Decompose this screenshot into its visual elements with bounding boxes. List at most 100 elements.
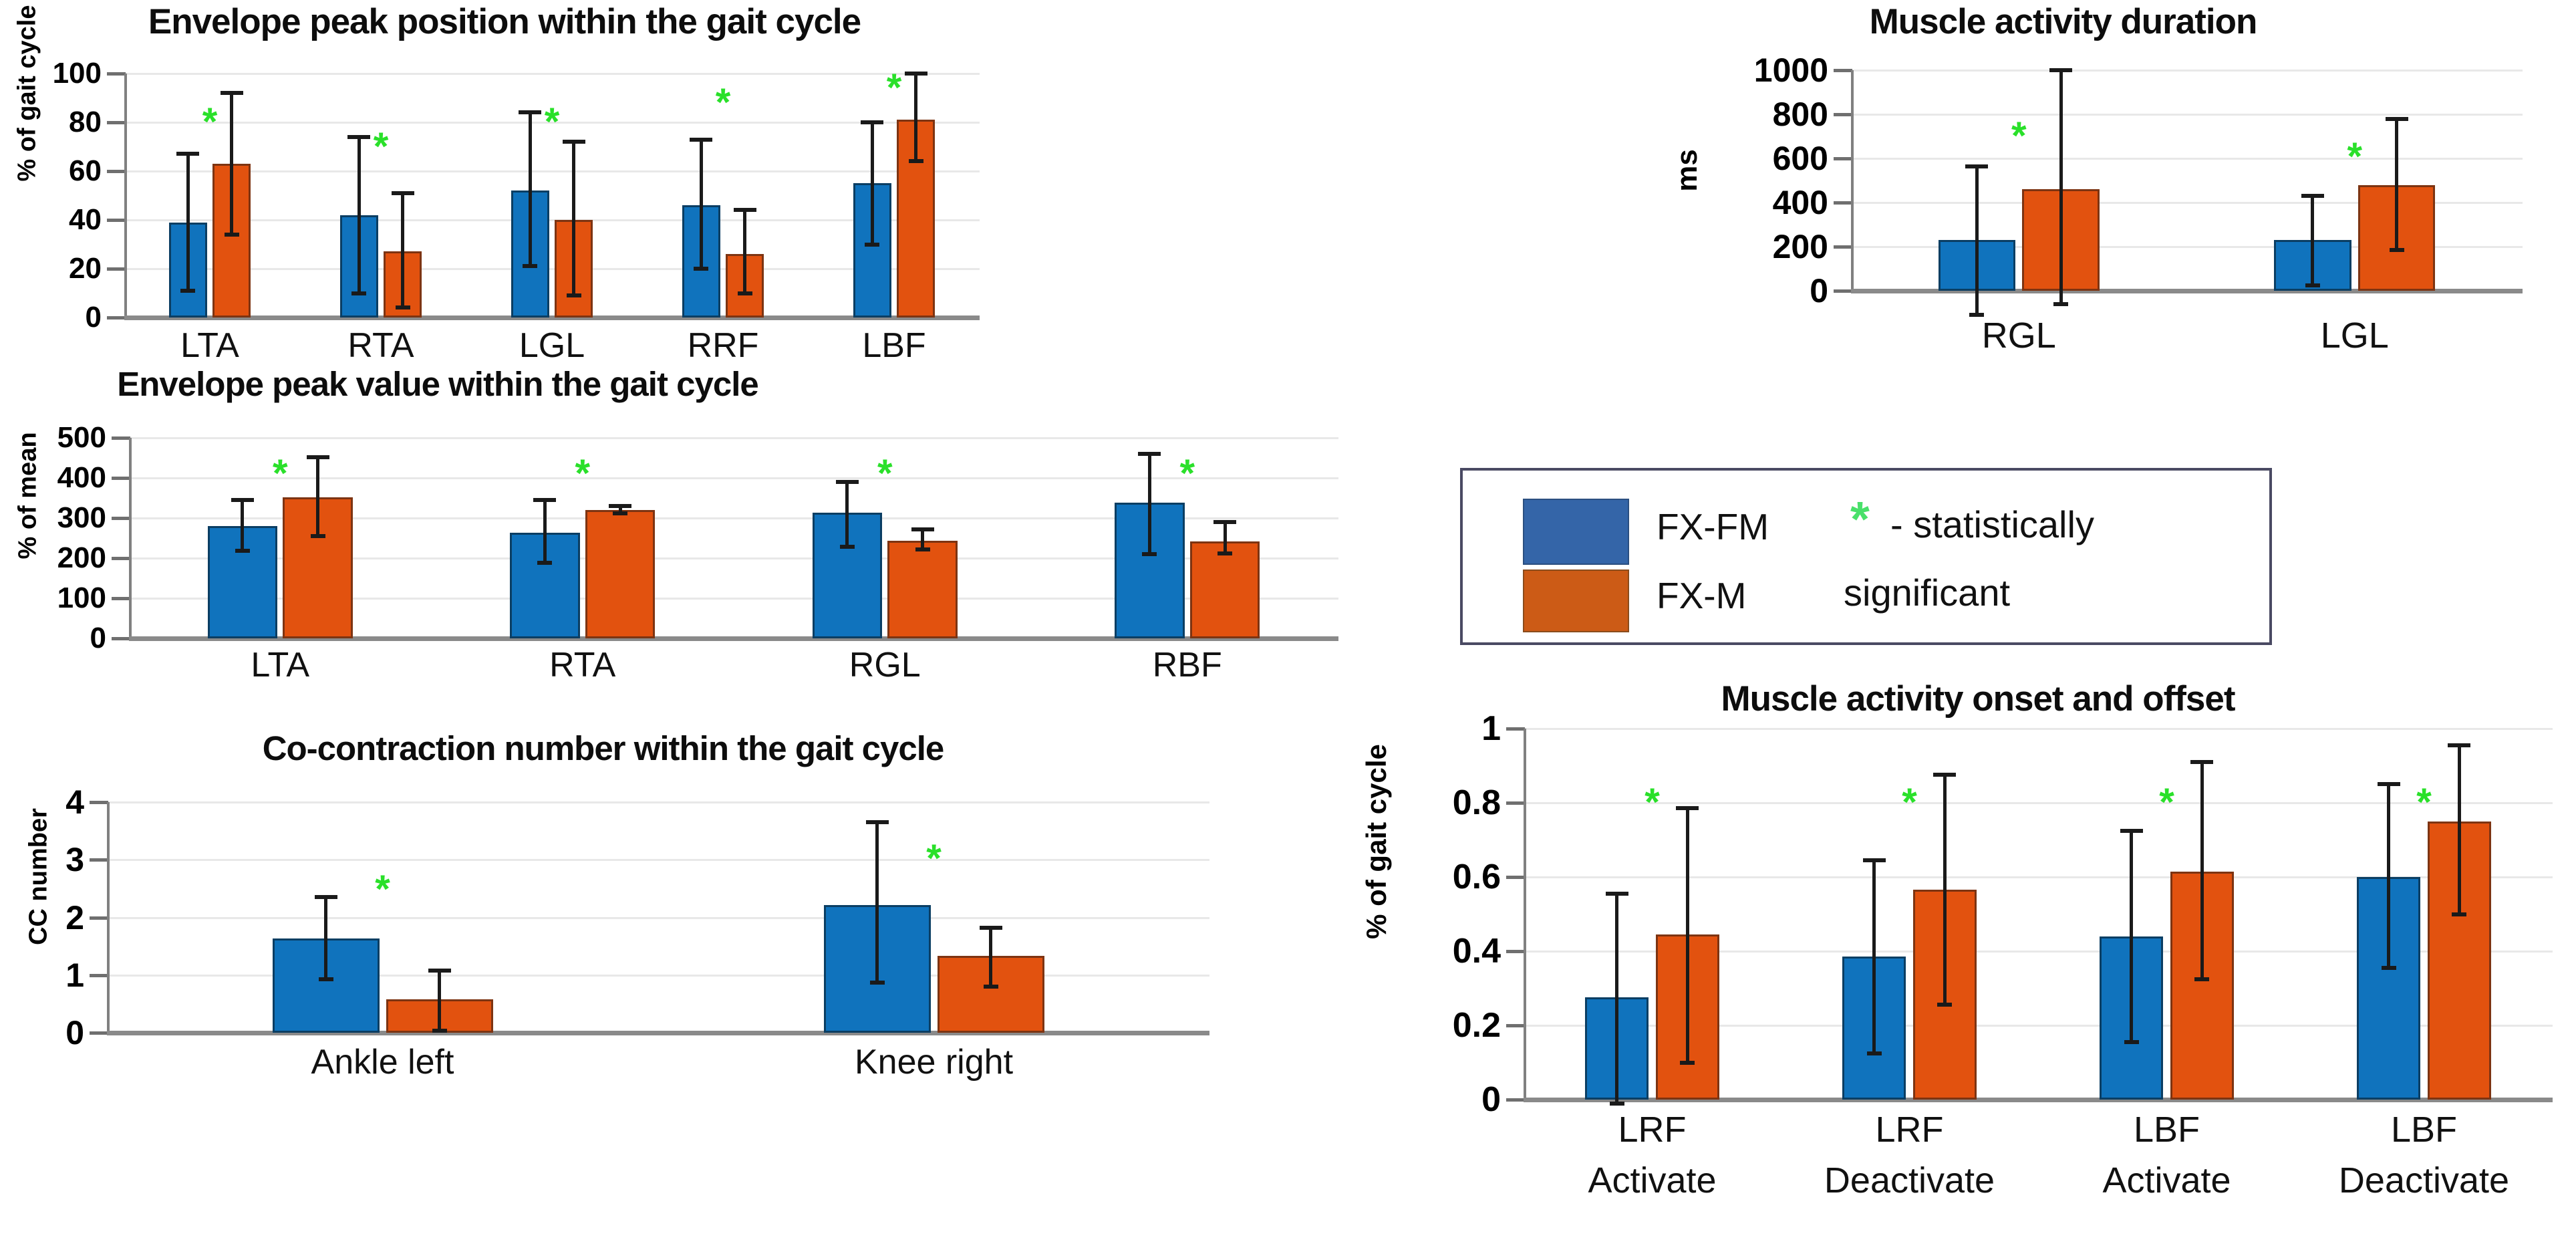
error-cap-upper [231, 498, 254, 502]
y-axis-line [129, 438, 132, 638]
y-axis-tick-label: 3 [65, 841, 84, 879]
error-cap-upper [1965, 164, 1989, 168]
y-axis-tick-label: 1 [1481, 709, 1501, 748]
error-cap-lower [224, 232, 239, 237]
gridline [1524, 951, 2553, 953]
y-axis-tick-label: 40 [69, 203, 102, 236]
legend-significance-line2: significant [1844, 572, 2011, 614]
x-axis-label-line1: LBF [2390, 1110, 2458, 1150]
error-cap-upper [2448, 743, 2471, 747]
error-cap-lower [1937, 1003, 1953, 1007]
error-cap-upper [979, 926, 1002, 930]
gridline [129, 598, 1338, 600]
error-cap-upper [347, 134, 371, 139]
bar-envelope-peak-value-3-1 [1189, 541, 1260, 638]
x-axis-label-line2: Activate [1588, 1160, 1717, 1201]
y-axis-tick [90, 858, 108, 862]
significance-star-icon: * [575, 452, 591, 495]
legend-label-fx-m: FX-M [1657, 575, 1747, 616]
y-axis-tick [107, 316, 126, 320]
y-axis-tick-label: 400 [57, 461, 106, 494]
error-cap-lower [1609, 1101, 1624, 1106]
significance-star-icon: * [375, 868, 390, 912]
error-cap-lower [1142, 552, 1157, 556]
x-axis-label: Knee right [854, 1043, 1014, 1082]
y-axis-title: % of gait cycle [1361, 744, 1392, 939]
error-cap-upper [2385, 116, 2408, 121]
chart-title: Envelope peak value within the gait cycl… [117, 365, 759, 403]
x-axis-label-line2: Activate [2102, 1160, 2231, 1201]
y-axis-tick-label: 800 [1772, 96, 1828, 133]
error-bar [401, 193, 405, 308]
significance-star-icon: * [1902, 781, 1917, 824]
error-bar [528, 112, 532, 267]
error-cap-lower [2053, 301, 2069, 306]
x-axis-label: LTA [251, 646, 310, 684]
error-cap-lower [915, 547, 930, 551]
error-bar [1943, 775, 1947, 1005]
gridline [129, 557, 1338, 559]
gridline [124, 219, 980, 221]
error-cap-lower [2194, 977, 2210, 981]
chart-title: Muscle activity duration [1869, 2, 2258, 41]
error-cap-upper [690, 137, 713, 142]
y-axis-tick-label: 80 [69, 106, 102, 138]
error-cap-lower [694, 267, 709, 271]
gridline [1524, 728, 2553, 730]
error-cap-upper [2301, 194, 2324, 199]
error-cap-lower [1866, 1051, 1882, 1055]
gridline [107, 859, 1209, 862]
error-cap-lower [432, 1028, 447, 1033]
gridline [1851, 70, 2523, 72]
error-cap-upper [176, 152, 200, 156]
y-axis-tick [107, 121, 126, 124]
significance-star-icon: * [926, 836, 942, 880]
x-axis-label-line2: Deactivate [1824, 1160, 1995, 1201]
significance-star-icon: * [886, 66, 902, 110]
error-cap-upper [1862, 858, 1886, 863]
error-cap-upper [861, 120, 884, 124]
error-cap-lower [1218, 551, 1233, 555]
error-cap-lower [318, 977, 333, 981]
y-axis-tick [107, 170, 126, 173]
gridline [129, 477, 1338, 479]
error-bar [241, 500, 245, 551]
x-axis-label: RGL [1981, 316, 2056, 356]
error-cap-lower [865, 242, 880, 247]
y-axis-tick-label: 0.2 [1452, 1006, 1501, 1045]
y-axis-line [1851, 70, 1854, 291]
x-axis-line [1524, 1098, 2553, 1102]
significance-star-icon: * [1644, 781, 1660, 824]
gridline [124, 73, 980, 75]
gridline [107, 801, 1209, 803]
y-axis-tick-label: 600 [1772, 140, 1828, 177]
gridline [107, 916, 1209, 919]
error-bar [230, 93, 234, 235]
error-bar [921, 529, 925, 549]
x-axis-label: LBF [862, 326, 926, 365]
error-cap-upper [835, 480, 859, 484]
y-axis-tick [90, 973, 108, 977]
significance-star-icon: * [2416, 781, 2432, 824]
y-axis-tick-label: 1 [65, 956, 84, 994]
y-axis-tick-label: 500 [57, 421, 106, 454]
error-bar [186, 154, 190, 291]
error-cap-upper [2120, 828, 2143, 833]
chart-panel-co-contraction-number: Co-contraction number within the gait cy… [0, 729, 1243, 1143]
bar-envelope-peak-value-1-1 [585, 510, 656, 638]
error-cap-upper [533, 498, 557, 502]
y-axis-tick-label: 100 [52, 57, 102, 90]
y-axis-tick-label: 0.6 [1452, 858, 1501, 896]
error-bar [1615, 893, 1619, 1104]
error-cap-lower [180, 288, 196, 293]
y-axis-tick [90, 1031, 108, 1035]
legend-significance-line1: - statistically [1890, 503, 2094, 545]
error-cap-upper [911, 527, 934, 531]
error-bar [1975, 166, 1979, 316]
x-axis-line [107, 1031, 1209, 1035]
gridline [1524, 876, 2553, 878]
y-axis-tick [112, 517, 130, 520]
